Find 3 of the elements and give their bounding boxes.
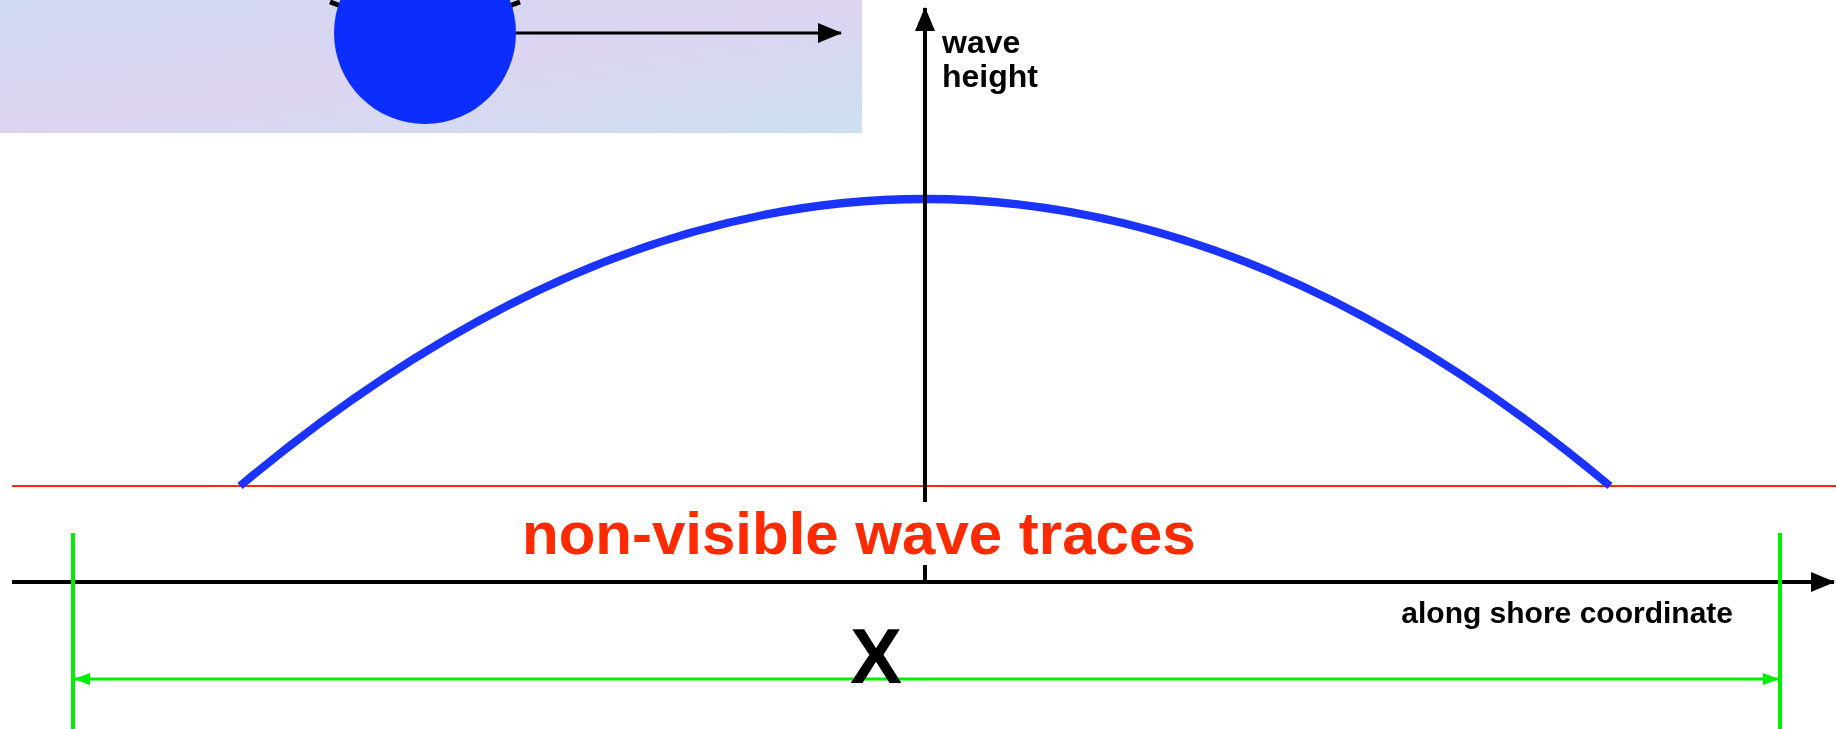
axis-label: wave height xyxy=(942,26,1039,94)
axis-label: along shore coordinate xyxy=(1401,597,1733,629)
dimension-label: X xyxy=(850,616,903,698)
